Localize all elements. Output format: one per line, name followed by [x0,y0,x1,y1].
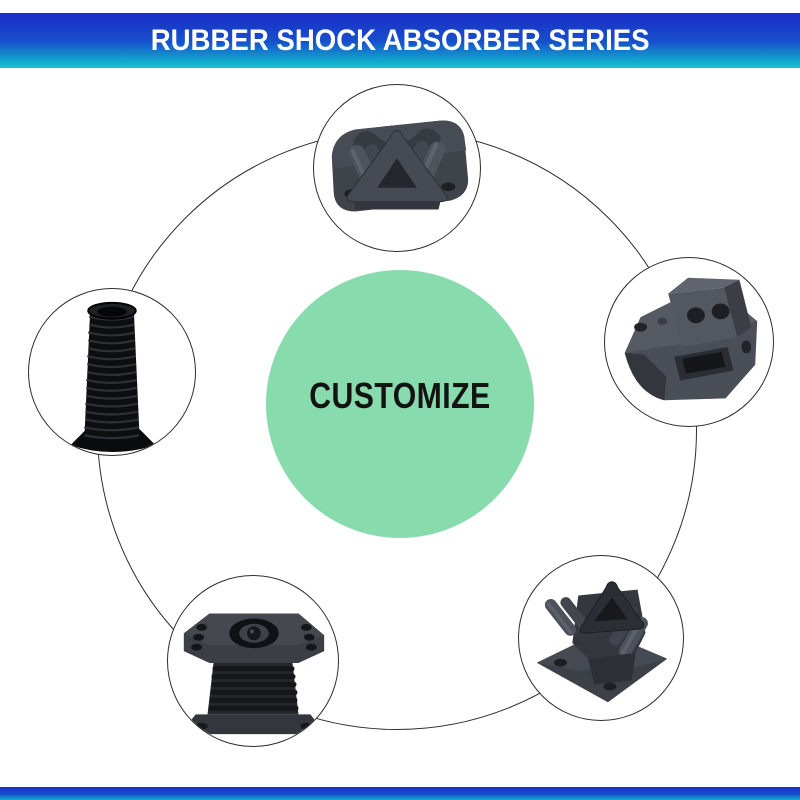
corrugated-rubber-bellows-image [70,301,156,453]
header-banner: RUBBER SHOCK ABSORBER SERIES [0,13,800,68]
triangular-shock-mount-image [331,120,469,212]
footer-bar [0,787,800,800]
laminated-plate-damper-image [179,613,327,735]
banner-title: RUBBER SHOCK ABSORBER SERIES [150,23,650,57]
product-circle-top [313,84,481,252]
customize-label: CUSTOMIZE [309,375,491,416]
product-circle-upper-right [604,257,774,427]
product-circle-bottom-right [518,555,684,721]
customize-circle: CUSTOMIZE [266,270,534,538]
product-circle-bottom-left [167,575,339,747]
v-groove-shock-mount-image [536,581,668,703]
engine-mount-block-image [624,277,758,401]
product-circle-left [28,288,196,456]
